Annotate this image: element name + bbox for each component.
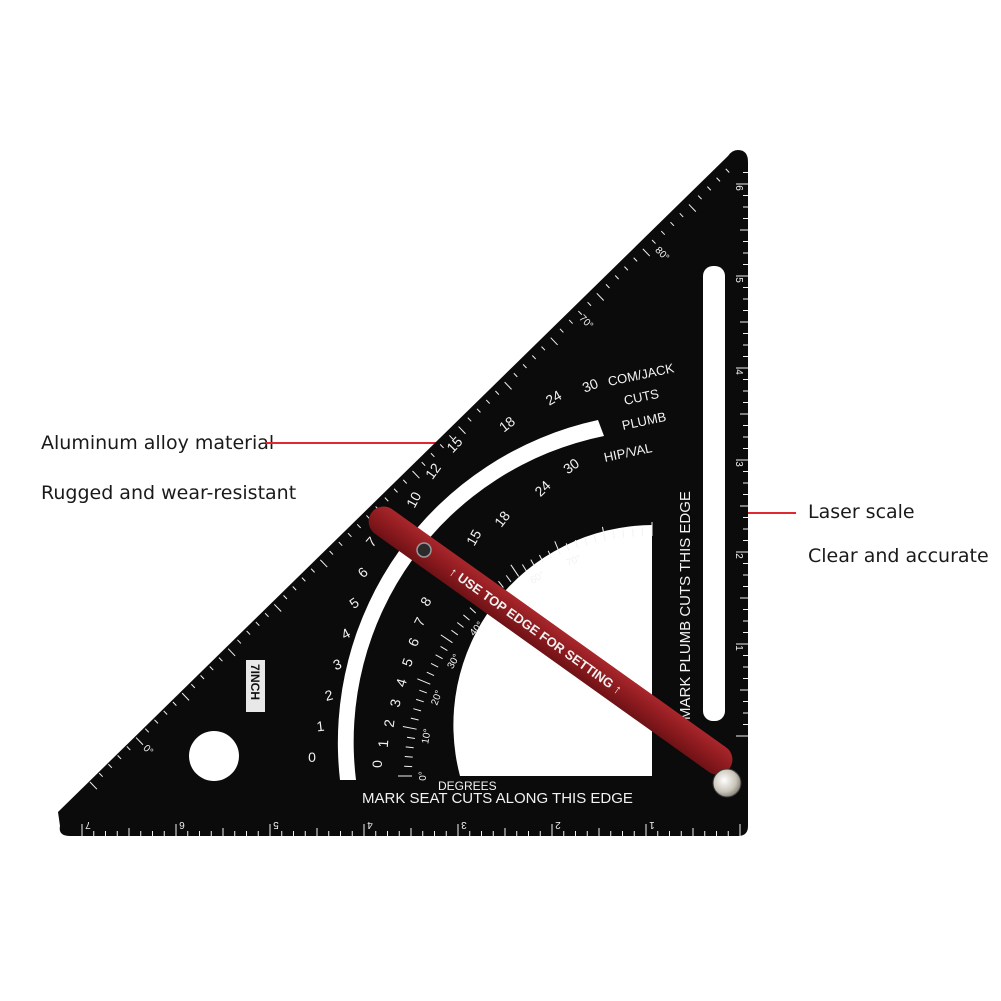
side-inch-number: 1: [733, 645, 744, 651]
arm-pivot-pin: [712, 768, 742, 798]
side-edge-ticks: [736, 172, 748, 737]
bottom-edge-ticks: [81, 824, 741, 836]
rise-scale-ticks: [398, 522, 653, 777]
scale-callout-subtitle: Clear and accurate: [808, 545, 989, 567]
side-inch-number: 6: [733, 185, 744, 191]
bottom-inch-number: 1: [649, 819, 655, 830]
scale-callout-title: Laser scale: [808, 501, 915, 523]
outer-rise-number: 2: [323, 686, 335, 703]
protractor-degree-number: 20°: [430, 689, 446, 707]
serrated-slot: [703, 266, 725, 721]
protractor-degree-number: 0°: [418, 771, 429, 781]
inner-rise-number: 1: [375, 739, 392, 748]
hypotenuse-ticks: [89, 168, 730, 790]
bottom-inch-number: 6: [179, 819, 185, 830]
bottom-inch-number: 7: [85, 819, 91, 830]
size-badge: 7INCH: [246, 660, 265, 712]
side-inch-number: 4: [733, 369, 744, 375]
bottom-inch-number: 4: [367, 819, 373, 830]
side-inch-number: 2: [733, 553, 744, 559]
arc-slot: [337, 420, 604, 780]
arm-rivet: [416, 542, 432, 558]
inner-rise-number: 2: [381, 718, 398, 728]
svg-text:7INCH: 7INCH: [248, 664, 262, 700]
hip-rafter-number: 15: [463, 527, 485, 549]
bottom-inch-number: 5: [273, 819, 279, 830]
cuts-label: CUTS: [623, 386, 661, 408]
inner-rise-number: 0: [369, 760, 385, 768]
common-rafter-number: 30: [580, 375, 601, 396]
vertical-edge-text: MARK PLUMB CUTS THIS EDGE: [677, 491, 694, 720]
bottom-edge-text: MARK SEAT CUTS ALONG THIS EDGE: [362, 790, 633, 807]
bottom-inch-number: 2: [555, 819, 561, 830]
side-inch-number: 5: [733, 277, 744, 283]
material-callout-subtitle: Rugged and wear-resistant: [41, 482, 297, 504]
hang-hole: [189, 731, 239, 781]
common-rafter-number: 10: [403, 489, 425, 510]
side-inch-number: 3: [733, 461, 744, 467]
protractor-degree-number: 10°: [420, 728, 433, 745]
outer-rise-number: 0: [308, 749, 316, 765]
material-callout-title: Aluminum alloy material: [41, 432, 275, 454]
protractor-degree-number: 70°: [565, 554, 583, 570]
degrees-label: DEGREES: [438, 779, 497, 793]
material-leader-line: [266, 442, 444, 444]
outer-rise-number: 1: [316, 718, 326, 735]
bottom-inch-number: 3: [461, 819, 467, 830]
common-rafter-number: 24: [543, 387, 565, 409]
inner-rise-number: 3: [386, 697, 403, 708]
